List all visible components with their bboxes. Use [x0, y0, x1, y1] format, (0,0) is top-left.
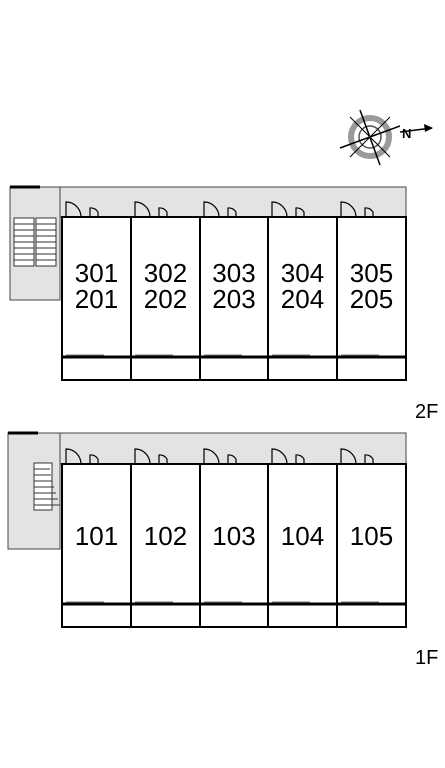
door-icon — [65, 448, 374, 465]
floor-2f-building: 301 201 302 202 303 203 304 204 305 205 — [9, 185, 407, 381]
floor-label-2f: 2F — [415, 401, 438, 423]
floor-label-1f: 1F — [415, 647, 438, 669]
compass-north-label: N — [402, 126, 411, 141]
unit-303-label: 303 — [212, 258, 255, 288]
unit-301-label: 301 — [75, 258, 118, 288]
unit-203-label: 203 — [212, 284, 255, 314]
floor-1f-building: 101 102 103 104 105 — [7, 431, 407, 628]
unit-201-label: 201 — [75, 284, 118, 314]
unit-305-label: 305 — [350, 258, 393, 288]
unit-302-label: 302 — [144, 258, 187, 288]
unit-304-label: 304 — [281, 258, 324, 288]
unit-104-label: 104 — [281, 521, 324, 551]
unit-204-label: 204 — [281, 284, 324, 314]
unit-103-label: 103 — [212, 521, 255, 551]
unit-101-label: 101 — [75, 521, 118, 551]
unit-105-label: 105 — [350, 521, 393, 551]
door-icon — [65, 201, 374, 218]
unit-205-label: 205 — [350, 284, 393, 314]
unit-202-label: 202 — [144, 284, 187, 314]
staircase-icon — [13, 217, 57, 267]
unit-102-label: 102 — [144, 521, 187, 551]
compass-rose-icon: N — [339, 109, 433, 166]
staircase-icon — [33, 462, 60, 511]
